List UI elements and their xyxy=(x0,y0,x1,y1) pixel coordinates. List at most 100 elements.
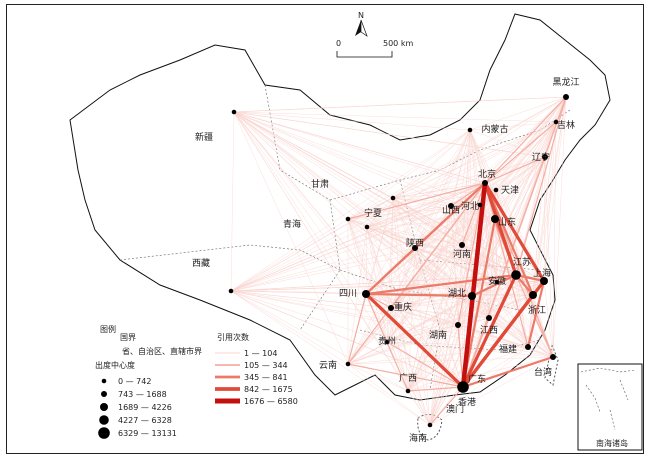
label-guizhou: 贵州 xyxy=(378,335,396,347)
node-fujian[interactable] xyxy=(525,344,531,350)
flow-line xyxy=(469,129,473,297)
flow-line xyxy=(347,317,490,365)
flow-line-guizhou-guangdong xyxy=(386,341,464,388)
flow-line xyxy=(543,156,546,282)
node-ningxia[interactable] xyxy=(390,195,396,201)
flow-line xyxy=(230,244,463,292)
flow-line-henan-beijing xyxy=(461,182,486,246)
flow-line xyxy=(414,247,464,388)
flow-line xyxy=(366,226,409,392)
node-taiwan[interactable] xyxy=(550,354,556,360)
node-xinjiang[interactable] xyxy=(231,109,237,115)
flow-line-xinjiang-beijing xyxy=(233,111,486,184)
flow-line xyxy=(494,156,546,220)
label-taiwan: 台湾 xyxy=(534,366,552,378)
node-beijing[interactable] xyxy=(482,180,488,186)
flow-line-xinjiang-liaoning xyxy=(233,111,546,158)
node-neimenggu[interactable] xyxy=(467,127,473,133)
flow-line xyxy=(494,96,567,220)
node-gansu[interactable] xyxy=(345,216,351,222)
flow-line xyxy=(366,197,394,228)
node-shandong[interactable] xyxy=(491,215,499,223)
label-macau: 澳门 xyxy=(446,403,464,415)
flow-line xyxy=(230,205,452,292)
flow-line xyxy=(414,247,431,426)
node-zhejiang[interactable] xyxy=(529,291,537,299)
flow-line xyxy=(347,156,546,220)
flow-line xyxy=(407,295,473,392)
node-shaanxi[interactable] xyxy=(412,245,418,251)
flow-line xyxy=(347,96,567,365)
flow-line-jilin-beijing xyxy=(484,121,557,184)
flow-line-ningxia-beijing xyxy=(392,182,486,199)
node-guangxi[interactable] xyxy=(405,388,411,394)
node-xizang[interactable] xyxy=(228,288,234,294)
label-hunan: 湖南 xyxy=(429,329,447,341)
node-hebei[interactable] xyxy=(477,202,483,208)
node-chongqing[interactable] xyxy=(388,305,394,311)
flow-line-guangxi-guangdong xyxy=(407,386,464,392)
node-guizhou[interactable] xyxy=(384,339,390,345)
flow-line xyxy=(230,290,409,392)
flow-line xyxy=(429,346,529,426)
node-qinghai[interactable] xyxy=(364,224,370,230)
flow-line xyxy=(230,204,481,292)
node-tianjin[interactable] xyxy=(493,187,499,193)
node-yunnan[interactable] xyxy=(345,361,351,367)
flow-line xyxy=(414,247,459,326)
flow-line-guangdong-taiwan xyxy=(461,355,555,389)
flow-line xyxy=(469,96,567,131)
flow-line xyxy=(392,197,496,220)
node-shanghai[interactable] xyxy=(540,277,548,285)
legend-centrality-class: 6329 — 13131 xyxy=(118,429,177,438)
flow-line xyxy=(543,280,554,358)
legend-centrality-symbol xyxy=(100,403,108,411)
node-shanxi[interactable] xyxy=(448,203,454,209)
flow-line xyxy=(479,204,517,276)
node-liaoning[interactable] xyxy=(542,154,548,160)
flow-line xyxy=(347,218,496,365)
flow-line xyxy=(457,274,517,326)
label-hainan: 海南 xyxy=(409,432,427,444)
flow-line xyxy=(488,317,529,348)
flow-line xyxy=(407,346,529,392)
flow-line xyxy=(366,218,496,228)
flow-line xyxy=(366,205,452,228)
label-jilin: 吉林 xyxy=(557,119,575,131)
node-jiangsu[interactable] xyxy=(511,270,521,280)
flow-line xyxy=(233,111,452,207)
flow-line xyxy=(347,218,367,295)
flow-line xyxy=(347,218,529,348)
flow-line xyxy=(233,111,431,426)
label-chongqing: 重庆 xyxy=(394,301,412,313)
legend-flow-class: 345 — 841 xyxy=(244,373,288,382)
node-hubei[interactable] xyxy=(468,292,476,300)
node-guangdong[interactable] xyxy=(457,381,469,393)
flow-line xyxy=(366,156,546,228)
node-jiangxi[interactable] xyxy=(486,315,492,321)
flow-line xyxy=(392,197,529,348)
node-henan[interactable] xyxy=(459,242,465,248)
north-arrow-icon xyxy=(355,20,361,36)
node-anhui[interactable] xyxy=(494,279,500,285)
south-china-sea-inset: 南海诸岛 xyxy=(577,363,643,451)
flow-line xyxy=(233,111,529,348)
flow-line xyxy=(386,280,545,343)
flow-line xyxy=(347,205,452,365)
node-hunan[interactable] xyxy=(455,322,461,328)
flow-line xyxy=(390,197,394,309)
node-jilin[interactable] xyxy=(553,119,559,125)
node-heilongjiang[interactable] xyxy=(563,94,569,100)
flow-line xyxy=(527,121,557,348)
node-hainan[interactable] xyxy=(427,422,433,428)
legend-centrality-class: 743 — 1688 xyxy=(118,390,167,399)
flow-line xyxy=(386,307,392,343)
flow-line xyxy=(233,111,367,295)
flow-line-chongqing-beijing xyxy=(390,182,486,309)
flow-line xyxy=(392,197,452,207)
flow-line xyxy=(407,247,416,392)
inset-label: 南海诸岛 xyxy=(596,438,628,448)
node-sichuan[interactable] xyxy=(362,290,370,298)
flow-line xyxy=(469,129,546,158)
